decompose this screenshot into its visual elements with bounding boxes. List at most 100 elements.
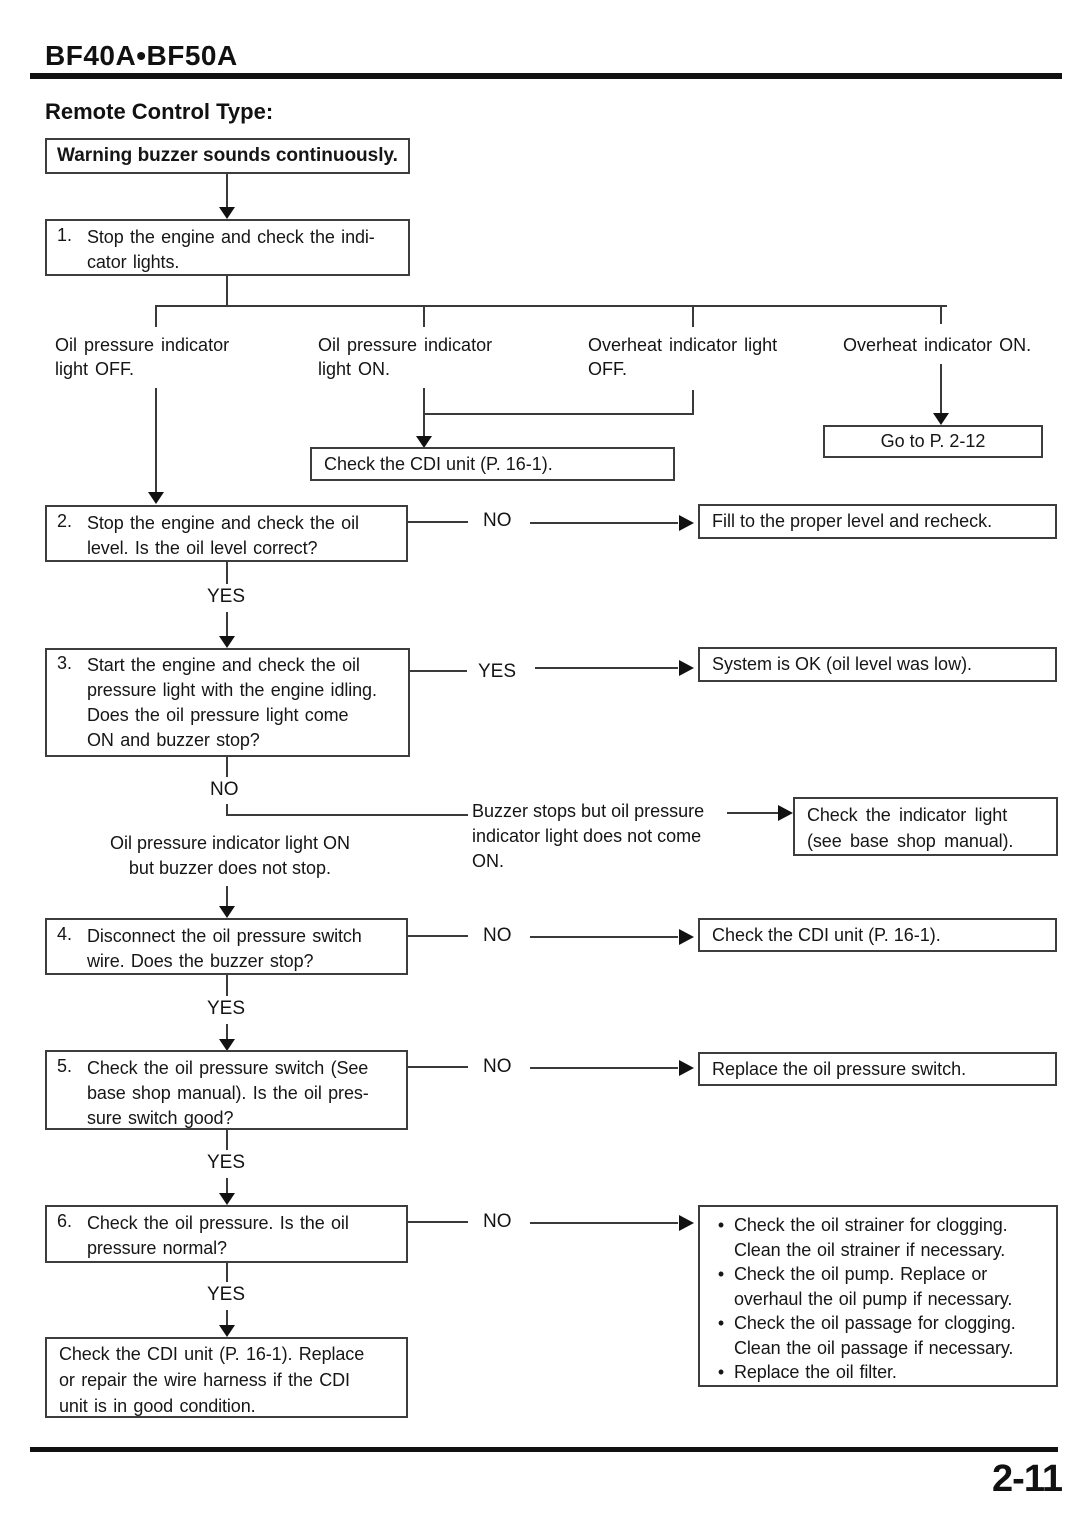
connector-line: [226, 612, 228, 637]
connector-line: [423, 388, 425, 437]
branch-line: [155, 305, 947, 307]
arrow-right-icon: [679, 929, 694, 945]
connector-line: [423, 413, 694, 415]
connector-line: [155, 305, 157, 327]
yes-label: YES: [478, 661, 517, 682]
no-branch-left-label: Oil pressure indicator light ON but buzz…: [90, 831, 370, 881]
box-line: Check the CDI unit (P. 16-1). Replace: [59, 1344, 365, 1364]
branch-label-overheat-off: Overheat indicator light OFF.: [588, 333, 777, 381]
check-indicator-box: Check the indicator light (see base shop…: [793, 797, 1058, 856]
connector-line: [226, 562, 228, 584]
label-line: indicator light does not come: [472, 826, 702, 846]
branch-label-line: Overheat indicator light: [588, 335, 778, 355]
step3-line: Start the engine and check the oil: [87, 655, 360, 675]
step-number: 4.: [57, 924, 73, 944]
connector-line: [226, 975, 228, 996]
arrow-down-icon: [219, 1193, 235, 1205]
no-label: NO: [483, 510, 512, 531]
arrow-right-icon: [679, 1215, 694, 1231]
bullet-line: Clean the oil passage if necessary.: [734, 1337, 1014, 1358]
connector-line: [226, 757, 228, 777]
arrow-down-icon: [219, 906, 235, 918]
step3-box: 3. Start the engine and check the oil pr…: [45, 648, 410, 757]
connector-line: [423, 305, 425, 327]
connector-line: [226, 1310, 228, 1326]
step3-line: Does the oil pressure light come: [87, 705, 349, 725]
box-line: (see base shop manual).: [807, 831, 1014, 851]
connector-line: [940, 305, 942, 324]
connector-line: [530, 522, 678, 524]
step1-box: 1. Stop the engine and check the indi- c…: [45, 219, 410, 276]
bullet-line: Check the oil pump. Replace or: [734, 1264, 988, 1284]
step5-line: base shop manual). Is the oil pres-: [87, 1083, 369, 1103]
no-label: NO: [210, 779, 239, 800]
footer-rule: [30, 1447, 1058, 1452]
connector-line: [155, 388, 157, 493]
branch-label-line: light ON.: [318, 359, 391, 379]
bullet-line: Replace the oil filter.: [734, 1362, 897, 1382]
bullet-icon: •: [717, 1215, 725, 1235]
branch-label-line: Oil pressure indicator: [55, 335, 230, 355]
no-branch-right-label: Buzzer stops but oil pressure indicator …: [472, 799, 704, 874]
connector-line: [226, 804, 228, 816]
page-number: 2-11: [992, 1458, 1063, 1500]
step4-line: wire. Does the buzzer stop?: [87, 951, 314, 971]
connector-line: [940, 364, 942, 414]
step-number: 6.: [57, 1211, 73, 1231]
arrow-down-icon: [933, 413, 949, 425]
step5-line: sure switch good?: [87, 1108, 234, 1128]
step6-line: Check the oil pressure. Is the oil: [87, 1213, 349, 1233]
branch-label-oil-off: Oil pressure indicator light OFF.: [55, 333, 229, 381]
branch-label-line: light OFF.: [55, 359, 135, 379]
connector-line: [530, 1067, 678, 1069]
step2-box: 2. Stop the engine and check the oil lev…: [45, 505, 408, 562]
arrow-down-icon: [219, 207, 235, 219]
step5-line: Check the oil pressure switch (See: [87, 1058, 369, 1078]
step1-line: cator lights.: [87, 252, 180, 272]
step-number: 1.: [57, 225, 73, 245]
arrow-right-icon: [679, 515, 694, 531]
start-box: Warning buzzer sounds continuously.: [45, 138, 410, 174]
yes-label: YES: [207, 1152, 246, 1173]
connector-line: [408, 1066, 468, 1068]
connector-line: [727, 812, 779, 814]
fill-recheck-box: Fill to the proper level and recheck.: [698, 504, 1057, 539]
connector-line: [530, 1222, 678, 1224]
step-number: 3.: [57, 653, 73, 673]
bullet-item: • Check the oil strainer for clogging. C…: [708, 1213, 1050, 1262]
final-box: Check the CDI unit (P. 16-1). Replace or…: [45, 1337, 408, 1418]
connector-line: [226, 1178, 228, 1194]
check-cdi-box-2: Check the CDI unit (P. 16-1).: [698, 918, 1057, 952]
bullet-line: Clean the oil strainer if necessary.: [734, 1239, 1006, 1260]
header-rule: [30, 73, 1062, 79]
connector-line: [530, 936, 678, 938]
arrow-down-icon: [148, 492, 164, 504]
bullet-icon: •: [717, 1313, 725, 1333]
oil-actions-box: • Check the oil strainer for clogging. C…: [698, 1205, 1058, 1387]
branch-label-line: OFF.: [588, 359, 627, 379]
step3-line: pressure light with the engine idling.: [87, 680, 377, 700]
arrow-down-icon: [219, 1325, 235, 1337]
box-line: unit is in good condition.: [59, 1396, 256, 1416]
branch-label-line: Oil pressure indicator: [318, 335, 493, 355]
branch-label-overheat-on: Overheat indicator ON.: [843, 333, 1031, 357]
step-number: 2.: [57, 511, 73, 531]
step6-line: pressure normal?: [87, 1238, 227, 1258]
bullet-line: Check the oil passage for clogging.: [734, 1313, 1016, 1333]
system-ok-box: System is OK (oil level was low).: [698, 647, 1057, 682]
bullet-icon: •: [717, 1264, 725, 1284]
bullet-item: • Replace the oil filter.: [708, 1360, 1050, 1385]
connector-line: [535, 667, 678, 669]
label-line: ON.: [472, 851, 505, 871]
box-line: Check the indicator light: [807, 805, 1008, 825]
bullet-line: Check the oil strainer for clogging.: [734, 1215, 1008, 1235]
yes-label: YES: [207, 586, 246, 607]
connector-line: [408, 1221, 468, 1223]
connector-line: [226, 1024, 228, 1040]
label-line: but buzzer does not stop.: [128, 858, 332, 878]
label-line: Oil pressure indicator light ON: [109, 833, 351, 853]
step-number: 5.: [57, 1056, 73, 1076]
bullet-item: • Check the oil passage for clogging. Cl…: [708, 1311, 1050, 1360]
step4-line: Disconnect the oil pressure switch: [87, 926, 362, 946]
box-line: or repair the wire harness if the CDI: [59, 1370, 350, 1390]
